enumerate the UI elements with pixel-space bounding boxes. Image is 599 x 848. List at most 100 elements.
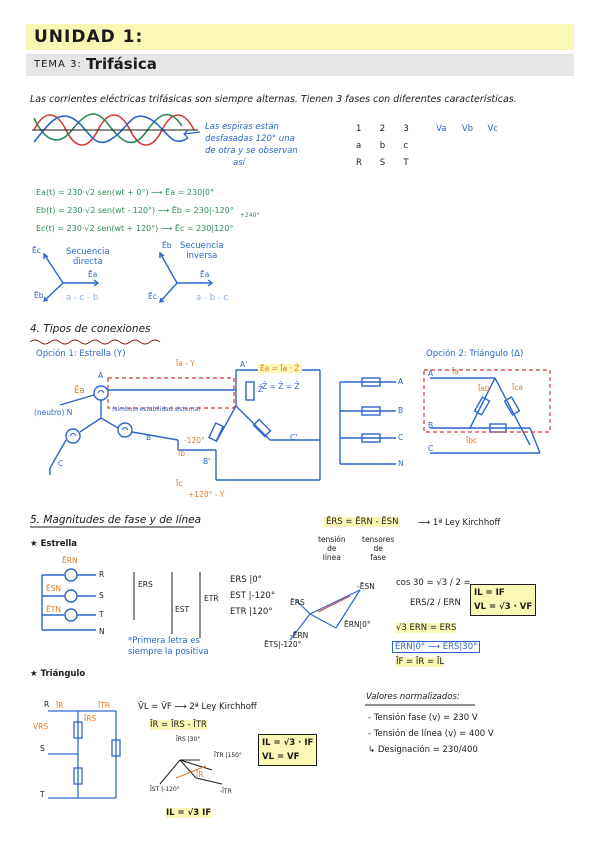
mag-node-s: S xyxy=(99,591,104,600)
phasor-eb-2: Ēb xyxy=(162,241,172,250)
tension-linea: tensión de línea xyxy=(318,535,346,562)
section5-title: 5. Magnitudes de fase y de línea xyxy=(30,514,202,526)
tema-title: Trifásica xyxy=(86,55,157,73)
kirchhoff1: ⟶ 1ª Ley Kirchhoff xyxy=(418,518,501,528)
out-a: A xyxy=(398,377,404,386)
est-value: EST |-120° xyxy=(230,591,276,601)
phase-cell: 1 xyxy=(356,124,362,134)
phase-cell: 3 xyxy=(403,124,409,134)
cos-eq: cos 30 = √3 / 2 = xyxy=(396,578,471,588)
tri-a: A xyxy=(428,369,434,378)
tensores-fase-line: fase xyxy=(370,553,386,562)
note-line: *Primera letra es xyxy=(128,636,200,646)
title-bar xyxy=(26,24,574,50)
mag-node-t: T xyxy=(99,610,104,619)
tri-itr-ang: ĪTR |150° xyxy=(214,752,242,759)
option2-title: Opción 2: Triángulo (Δ) xyxy=(426,349,524,359)
normal-title: Valores normalizados: xyxy=(366,692,460,702)
star-ib-angle: -120° xyxy=(184,436,205,445)
phasor-direct xyxy=(43,252,100,302)
star-circuit xyxy=(49,369,321,481)
tri-il: IL = √3 · IF xyxy=(262,738,314,748)
node-b: B xyxy=(146,433,152,442)
tension-linea-line: línea xyxy=(322,553,341,562)
sim-note: (símbolo estabilidad sistema) xyxy=(112,406,201,413)
stability-box xyxy=(107,377,235,409)
tensores-fase: tensores de fase xyxy=(362,535,394,562)
phasor-ea-1: Ēa xyxy=(88,270,98,279)
sine-waves xyxy=(32,113,198,146)
phasor-ern: ĒRN|0° xyxy=(344,620,371,629)
mag-node-r: R xyxy=(99,570,105,579)
esn-label: ĒSN xyxy=(46,584,62,593)
tri-ist-ang: ĪST |-120° xyxy=(150,786,180,793)
delta-mag-circuit xyxy=(48,710,121,799)
direct-title-line: directa xyxy=(73,257,103,267)
tri-node-s: S xyxy=(40,744,45,753)
phasor-esn: -ĒSN xyxy=(357,582,375,591)
waves-note-line: de otra y se observan xyxy=(205,146,298,156)
phasor-inverse xyxy=(159,251,214,303)
tri-node-t: T xyxy=(40,790,45,799)
inverse-seq: a - b - c xyxy=(196,293,229,303)
neutral-label: (neutro) N xyxy=(34,408,73,417)
etr-label: ETR xyxy=(204,594,219,603)
phase-cell: c xyxy=(403,141,409,151)
tri-vl2: VL = VF xyxy=(262,752,300,762)
phase-row-1: 1 2 3 Va Vb Vc xyxy=(356,121,511,138)
tension-linea-line: de xyxy=(327,544,337,553)
node-b2: B' xyxy=(203,457,211,466)
inverse-title: Secuencia inversa xyxy=(180,241,224,261)
waves-note-line: Las espiras están xyxy=(205,122,279,132)
node-c: C xyxy=(58,459,64,468)
tri-vrs: VRS xyxy=(33,722,49,731)
phase-cell: Va xyxy=(436,124,447,134)
tri-iab: Īab xyxy=(478,384,490,393)
phase-table: 1 2 3 Va Vb Vc a b c R S T xyxy=(356,121,511,172)
phasor-ec-2: Ēc xyxy=(148,292,157,301)
star-formula-box: IL = IF VL = √3 · VF xyxy=(470,584,537,616)
ers-eq: ĒRS = ĒRN - ĒSN xyxy=(324,517,401,527)
grs-eq: √3 ERN = ERS xyxy=(396,623,457,633)
intro-text: Las corrientes eléctricas trifásicas son… xyxy=(30,94,517,105)
phasor-ec-1: Ēc xyxy=(32,246,41,255)
tri-il-bottom: IL = √3 IF xyxy=(166,808,212,818)
triangle-title-text: Triángulo xyxy=(40,669,86,679)
star-title-text: Estrella xyxy=(40,539,78,549)
out-b: B xyxy=(398,406,404,415)
phasor-ers: ĒRS xyxy=(290,598,305,607)
il-if: IL = IF xyxy=(474,588,505,598)
node-a: A xyxy=(98,371,104,380)
direct-seq: a - c - b xyxy=(66,293,99,303)
tri-b: B xyxy=(428,421,434,430)
star-phasor xyxy=(289,589,361,641)
triangle-title: ★ Triángulo xyxy=(30,669,86,679)
out-c: C xyxy=(398,433,404,442)
tri-vl: V̄L = V̄F ⟶ 2ª Ley Kirchhoff xyxy=(138,702,257,712)
tensores-fase-line: tensores xyxy=(362,535,395,544)
eq-ec: Ec(t) = 230·√2 sen(wt + 120°) ⟶ Ēc = 230… xyxy=(36,224,234,233)
eq-eb-note: +240° xyxy=(240,212,260,219)
delta-circuit xyxy=(430,377,541,454)
node-c2: C' xyxy=(290,433,298,442)
phase-cell: Vb xyxy=(461,124,474,134)
waves-note: Las espiras están desfasadas 120° una de… xyxy=(205,121,298,169)
ers-value: ERS |0° xyxy=(230,575,262,585)
out-n: N xyxy=(398,459,404,468)
waves-note-line: así xyxy=(233,158,245,168)
phase-row-2: a b c xyxy=(356,138,511,155)
tema-label: TEMA 3: xyxy=(34,59,82,70)
normal-item: ↳ Designación = 230/400 xyxy=(368,745,478,755)
unit-title: UNIDAD 1: xyxy=(34,27,144,47)
option1-title: Opción 1: Estrella (Y) xyxy=(36,349,126,359)
section4-title: 4. Tipos de conexiones xyxy=(30,323,151,335)
tri-node-r: R xyxy=(44,700,50,709)
phase-cell: S xyxy=(379,158,386,168)
tension-linea-line: tensión xyxy=(318,535,346,544)
load-z: Z̄ xyxy=(258,385,264,394)
phase-cell: T xyxy=(403,158,409,168)
star-ic-angle: +120° - Y xyxy=(188,490,225,499)
mag-node-n: N xyxy=(99,627,105,636)
equations: Ea(t) = 230·√2 sen(wt + 0°) ⟶ Ēa = 230|0… xyxy=(36,184,234,238)
